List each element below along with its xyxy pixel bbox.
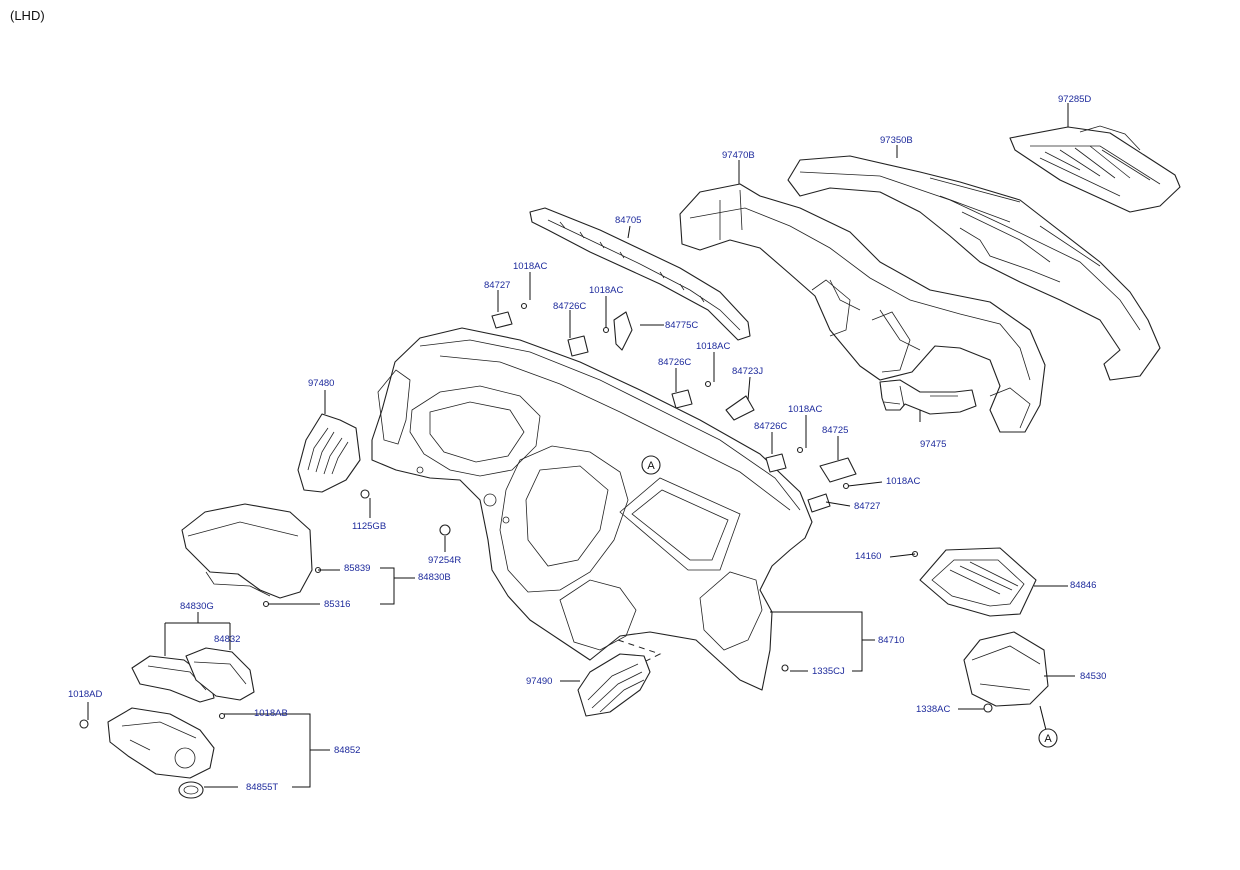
label-14160[interactable]: 14160 xyxy=(855,551,881,562)
cluster-cover-84830B xyxy=(181,503,313,599)
label-84727-a[interactable]: 84727 xyxy=(484,280,510,291)
label-84710[interactable]: 84710 xyxy=(878,635,904,646)
svg-text:A: A xyxy=(1044,733,1052,745)
leader-lines xyxy=(87,103,1075,788)
air-duct-97350B xyxy=(787,155,1161,381)
small-brackets xyxy=(79,302,993,729)
side-vent-97480 xyxy=(297,413,361,493)
crash-pad-84710 xyxy=(371,327,813,691)
label-84846[interactable]: 84846 xyxy=(1070,580,1096,591)
label-84726C-a[interactable]: 84726C xyxy=(553,301,586,312)
label-85839[interactable]: 85839 xyxy=(344,563,370,574)
label-84727-b[interactable]: 84727 xyxy=(854,501,880,512)
air-duct-97470B xyxy=(679,183,1046,433)
label-84832[interactable]: 84832 xyxy=(214,634,240,645)
side-duct-97475 xyxy=(879,379,977,415)
airbag-84530 xyxy=(963,631,1049,707)
label-97480[interactable]: 97480 xyxy=(308,378,334,389)
label-84530[interactable]: 84530 xyxy=(1080,671,1106,682)
label-97350B[interactable]: 97350B xyxy=(880,135,913,146)
heat-shield-97285D xyxy=(1009,125,1181,213)
reinforcement-bar-84705 xyxy=(529,207,751,341)
label-84775C[interactable]: 84775C xyxy=(665,320,698,331)
label-1018AC-b[interactable]: 1018AC xyxy=(589,285,623,296)
label-1335CJ[interactable]: 1335CJ xyxy=(812,666,845,677)
label-1018AC-a[interactable]: 1018AC xyxy=(513,261,547,272)
label-84830B[interactable]: 84830B xyxy=(418,572,451,583)
label-1018AB[interactable]: 1018AB xyxy=(254,708,288,719)
label-84830G[interactable]: 84830G xyxy=(180,601,214,612)
callout-a-top: A xyxy=(641,455,661,475)
svg-text:A: A xyxy=(647,460,655,472)
part-labels: 97285D 97350B 97470B 84705 1018AC 84727 … xyxy=(68,94,1106,793)
label-84726C-b[interactable]: 84726C xyxy=(658,357,691,368)
center-vent-97490 xyxy=(577,653,651,717)
label-1125GB[interactable]: 1125GB xyxy=(352,521,386,532)
label-97470B[interactable]: 97470B xyxy=(722,150,755,161)
bezel-84855T xyxy=(178,781,204,799)
label-1018AC-e[interactable]: 1018AC xyxy=(886,476,920,487)
view-label: (LHD) xyxy=(10,8,45,23)
lower-panel-84852 xyxy=(107,707,215,779)
label-97490[interactable]: 97490 xyxy=(526,676,552,687)
label-1018AC-c[interactable]: 1018AC xyxy=(696,341,730,352)
label-85316[interactable]: 85316 xyxy=(324,599,350,610)
label-84855T[interactable]: 84855T xyxy=(246,782,278,793)
label-84726C-c[interactable]: 84726C xyxy=(754,421,787,432)
label-84725[interactable]: 84725 xyxy=(822,425,848,436)
label-97254R[interactable]: 97254R xyxy=(428,555,461,566)
label-1338AC[interactable]: 1338AC xyxy=(916,704,950,715)
label-1018AD[interactable]: 1018AD xyxy=(68,689,102,700)
label-84705[interactable]: 84705 xyxy=(615,215,641,226)
label-84852[interactable]: 84852 xyxy=(334,745,360,756)
label-84723J[interactable]: 84723J xyxy=(732,366,763,377)
column-cover-84832 xyxy=(185,647,255,701)
label-1018AC-d[interactable]: 1018AC xyxy=(788,404,822,415)
label-97285D[interactable]: 97285D xyxy=(1058,94,1091,105)
callout-a-bottom: A xyxy=(1038,728,1058,748)
glove-box-84846 xyxy=(919,547,1037,617)
label-97475[interactable]: 97475 xyxy=(920,439,946,450)
